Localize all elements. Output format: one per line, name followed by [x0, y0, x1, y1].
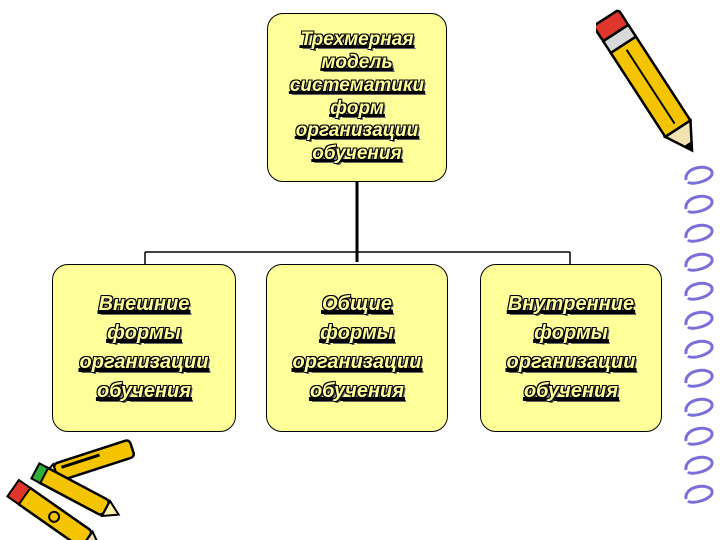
child-line: обучения: [80, 377, 209, 406]
child-node-internal: Внутренние формы организации обучения: [480, 264, 662, 432]
child-node-external: Внешние формы организации обучения: [52, 264, 236, 432]
pencil-icon: [596, 2, 708, 172]
root-line: форм: [290, 98, 424, 121]
child-line: формы: [293, 319, 422, 348]
child-line: Внутренние: [507, 290, 636, 319]
child-node-text: Общие формы организации обучения: [293, 290, 422, 406]
spiral-loop: [686, 312, 712, 328]
child-node-text: Внутренние формы организации обучения: [507, 290, 636, 406]
child-line: организации: [293, 348, 422, 377]
root-node: Трехмерная модель систематики форм орган…: [267, 13, 447, 182]
child-line: организации: [507, 348, 636, 377]
root-line: Трехмерная: [290, 29, 424, 52]
child-line: организации: [80, 348, 209, 377]
root-node-text: Трехмерная модель систематики форм орган…: [290, 29, 424, 166]
child-line: обучения: [507, 377, 636, 406]
root-line: организации: [290, 120, 424, 143]
child-node-text: Внешние формы организации обучения: [80, 290, 209, 406]
spiral-loop: [686, 283, 712, 299]
root-line: модель: [290, 52, 424, 75]
root-line: систематики: [290, 75, 424, 98]
spiral-binding-icon: [680, 160, 718, 520]
crayon-group-icon: [0, 436, 150, 540]
spiral-loop: [686, 341, 712, 357]
spiral-loop: [686, 486, 712, 502]
child-line: формы: [80, 319, 209, 348]
spiral-loop: [686, 196, 712, 212]
spiral-loop: [686, 457, 712, 473]
spiral-loop: [686, 167, 712, 183]
spiral-loop: [686, 254, 712, 270]
spiral-loop: [686, 399, 712, 415]
spiral-loop: [686, 370, 712, 386]
spiral-loop: [686, 428, 712, 444]
child-line: Общие: [293, 290, 422, 319]
child-node-general: Общие формы организации обучения: [266, 264, 448, 432]
child-line: обучения: [293, 377, 422, 406]
spiral-loop: [686, 225, 712, 241]
root-line: обучения: [290, 143, 424, 166]
child-line: Внешние: [80, 290, 209, 319]
child-line: формы: [507, 319, 636, 348]
